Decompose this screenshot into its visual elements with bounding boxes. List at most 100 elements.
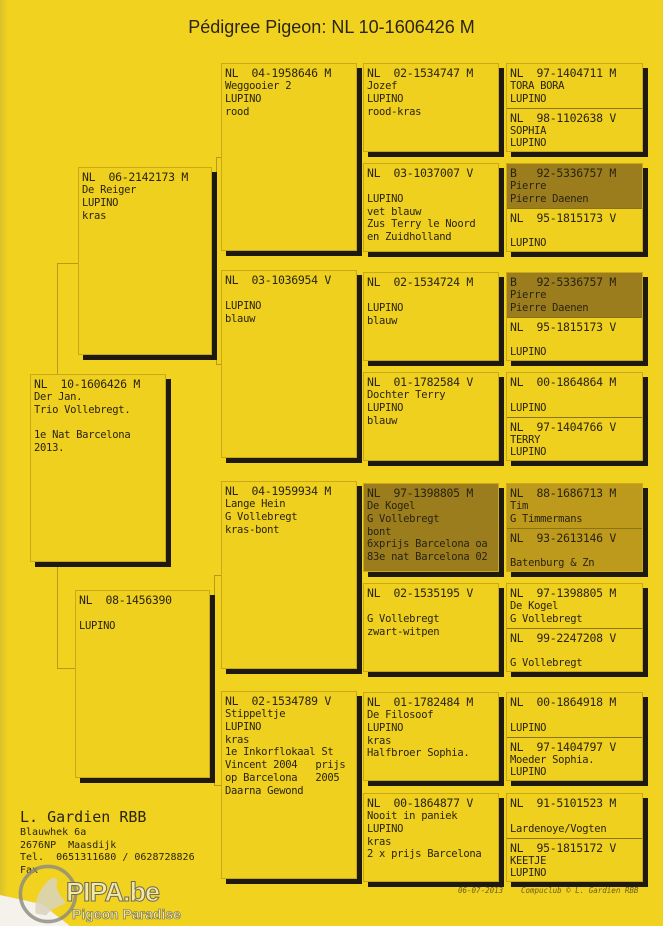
breeder-name: L. Gardien RBB (20, 808, 147, 826)
breeder-address: Blauwhek 6a 2676NP Maasdijk Tel. 0651311… (20, 827, 195, 876)
connector-line (214, 785, 222, 786)
connector-line (502, 183, 503, 233)
dam-entry: NL 99-2247208 V G Vollebregt (507, 627, 642, 672)
pigeon-detail (510, 334, 639, 347)
connector-line (360, 526, 361, 626)
pigeon-detail (367, 289, 495, 302)
print-credit: Compuclub © L. Gardien RBB (521, 886, 639, 895)
pigeon-detail (510, 645, 639, 658)
pigeon-detail: 83e nat Barcelona 02 (367, 551, 488, 564)
pigeon-detail: LUPINO (367, 822, 404, 835)
ring-number: NL 95-1815172 V (510, 840, 616, 855)
pigeon-detail: rood (225, 105, 250, 118)
sire-entry: NL 00-1864918 M LUPINO (507, 693, 642, 737)
pigeon-detail: bont (367, 525, 392, 538)
pigeon-detail: Stippeltje (225, 708, 286, 720)
pigeon-detail: De Kogel (367, 500, 416, 512)
pigeon-detail: vet blauw (367, 205, 422, 218)
ring-number: NL 01-1782584 V (367, 375, 473, 389)
pigeon-detail: Daarna Gewond (225, 784, 304, 797)
connector-line (502, 503, 503, 553)
ring-number: NL 97-1404766 V (510, 419, 616, 434)
ring-number: NL 02-1534789 V (225, 694, 331, 708)
pigeon-detail: G Vollebregt (510, 612, 583, 625)
print-date: 06-07-2013 (458, 886, 504, 895)
pigeon-detail: 1e Nat Barcelona (34, 429, 131, 442)
connector-line (502, 813, 503, 863)
pigeon-detail: Moeder Sophia. (510, 753, 595, 766)
pigeon-detail: LUPINO (367, 192, 404, 205)
pigeon-detail (510, 709, 639, 722)
ring-number: NL 04-1959934 M (225, 484, 331, 498)
pigeon-detail: Vincent 2004 prijs (225, 759, 346, 772)
pigeon-detail: Zus Terry le Noord (367, 218, 476, 231)
ring-number: NL 10-1606426 M (34, 377, 140, 391)
pigeon-detail: kras-bont (225, 523, 280, 536)
pigeon-detail: LUPINO (510, 346, 547, 359)
pigeon-card-dam[interactable]: NL 08-1456390 LUPINO (75, 590, 210, 778)
pigeon-detail: blauw (367, 314, 398, 327)
pigeon-detail: LUPINO (225, 720, 262, 733)
ring-number: NL 06-2142173 M (82, 170, 188, 184)
pigeon-detail: LUPINO (367, 401, 404, 414)
ring-number: NL 97-1398805 M (367, 486, 473, 500)
pigeon-detail: LUPINO (510, 137, 547, 150)
pigeon-detail: Dochter Terry (367, 389, 446, 401)
pigeon-detail: G Vollebregt (367, 612, 440, 625)
connector-line (214, 575, 222, 576)
pigeon-detail: G Vollebregt (510, 657, 583, 670)
pigeon-detail: De Filosoof (367, 709, 434, 721)
pigeon-detail: kras (225, 733, 250, 746)
connector-line (502, 392, 503, 442)
connector-line (57, 263, 78, 264)
pigeon-detail (367, 600, 495, 613)
pigeon-detail: Trio Vollebregt. (34, 403, 131, 416)
pigeon-detail (34, 417, 162, 430)
pigeon-detail: Jozef (367, 80, 398, 92)
ring-number: NL 03-1037007 V (367, 166, 473, 180)
ring-number: NL 02-1534747 M (367, 66, 473, 80)
sire-entry: NL 00-1864864 M LUPINO (507, 373, 642, 417)
pigeon-detail: Lardenoye/Vogten (510, 822, 607, 835)
pigeon-logo-icon (18, 864, 78, 924)
pigeon-detail: G Vollebregt (367, 512, 440, 525)
pigeon-detail: 2 x prijs Barcelona (367, 848, 482, 861)
pigeon-detail: SOPHIA (510, 124, 547, 137)
connector-line (502, 603, 503, 653)
pigeon-detail: 6xprijs Barcelona oa (367, 538, 488, 551)
pigeon-detail: blauw (225, 312, 256, 325)
pigeon-detail: op Barcelona 2005 (225, 771, 340, 784)
pigeon-detail: blauw (367, 414, 398, 427)
pigeon-detail: TORA BORA (510, 80, 565, 92)
pigeon-detail: Halfbroer Sophia. (367, 747, 470, 760)
